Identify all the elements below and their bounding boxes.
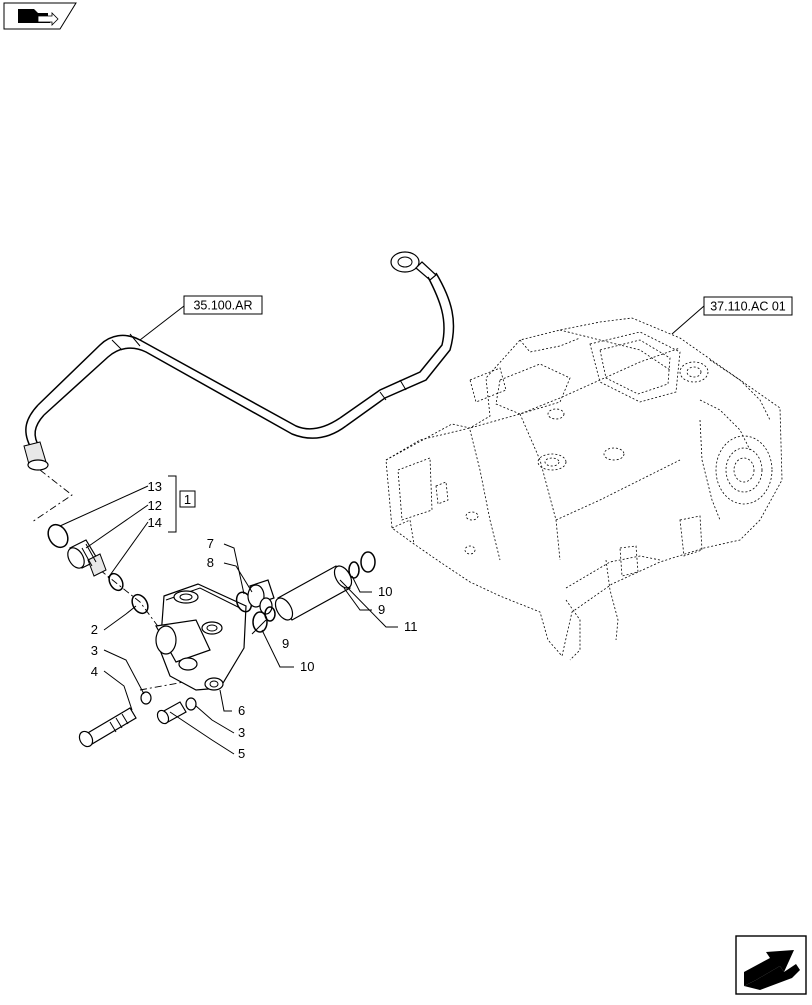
callout-7: 7 [207, 536, 214, 551]
callout-13: 13 [148, 479, 162, 494]
bolt-5 [156, 701, 187, 725]
callout-8: 8 [207, 555, 214, 570]
ring-10-right [360, 551, 376, 573]
callout-6: 6 [238, 703, 245, 718]
washer-3-right [185, 697, 197, 711]
callout-10-left: 10 [300, 659, 314, 674]
leader-lines [59, 485, 398, 755]
kit-bracket [168, 475, 177, 533]
callout-14: 14 [148, 515, 162, 530]
callout-5: 5 [238, 746, 245, 761]
o-ring-13 [47, 523, 69, 549]
centerline-upper [31, 469, 73, 523]
kit-label: 1 [184, 492, 191, 507]
callout-3-right: 3 [238, 725, 245, 740]
folder-arrow-icon[interactable] [3, 2, 77, 30]
tube-11 [274, 565, 353, 621]
callout-9-left: 9 [282, 636, 289, 651]
next-page-arrow-icon[interactable] [735, 935, 807, 995]
adapter-7 [247, 579, 275, 615]
callout-4: 4 [91, 664, 98, 679]
hose-pipe [23, 251, 455, 471]
ref-housing-leader [671, 305, 705, 335]
ring-10-left [252, 611, 268, 633]
callout-2: 2 [91, 622, 98, 637]
rear-axle-housing [385, 317, 783, 661]
fitting-12 [67, 539, 107, 577]
callout-12: 12 [148, 498, 162, 513]
cover-block-6 [155, 583, 247, 691]
ring-9-right [348, 561, 360, 579]
washer-3-left [140, 691, 152, 705]
callout-10-right: 10 [378, 584, 392, 599]
ref-housing-label: 37.110.AC 01 [710, 300, 786, 314]
callout-3-left: 3 [91, 643, 98, 658]
ref-hose-label: 35.100.AR [193, 299, 252, 313]
ref-housing-box[interactable]: 37.110.AC 01 [703, 296, 793, 316]
o-ring-14 [108, 572, 124, 592]
bolt-4 [78, 707, 137, 748]
ref-hose-box[interactable]: 35.100.AR [183, 295, 263, 315]
callout-11: 11 [404, 619, 418, 634]
kit-box [179, 490, 196, 508]
ref-hose-leader [139, 305, 185, 341]
callout-9-right: 9 [378, 602, 385, 617]
